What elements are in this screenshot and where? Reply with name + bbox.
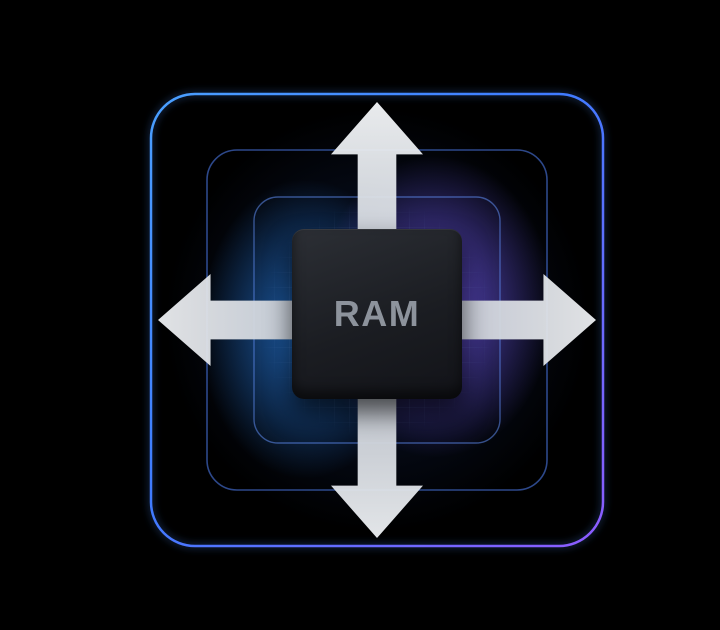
ram-chip: RAM [292, 229, 462, 399]
outer-frame [149, 92, 605, 548]
ram-chip-label: RAM [333, 293, 421, 334]
